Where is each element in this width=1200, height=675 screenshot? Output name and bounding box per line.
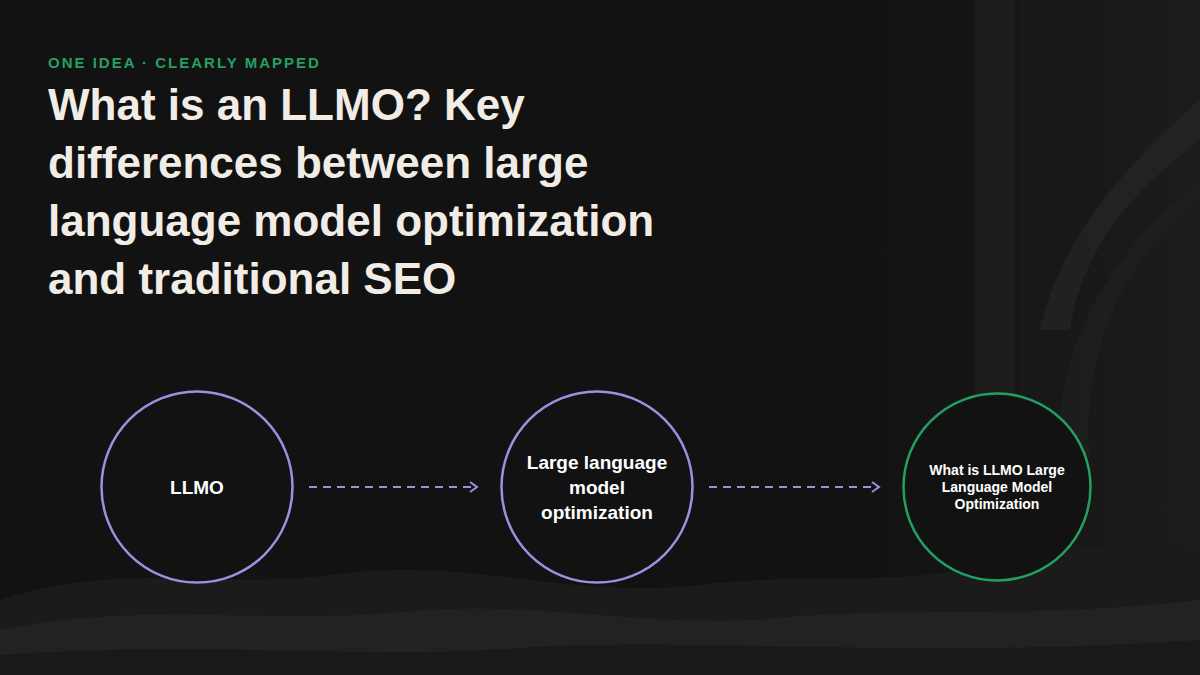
dashed-arrow	[709, 486, 879, 488]
kicker-label: ONE IDEA · CLEARLY MAPPED	[48, 54, 321, 71]
dashed-arrow	[309, 486, 477, 488]
circle-shape	[102, 392, 293, 583]
node-text: LLMO	[112, 475, 282, 500]
node-text: What is LLMO Large Language Model Optimi…	[909, 462, 1085, 513]
node-text: Large language model optimization	[511, 450, 683, 525]
circle-shape	[502, 392, 693, 583]
title: What is an LLMO? Key differences between…	[48, 76, 738, 308]
concept-circle: Large language model optimization	[500, 390, 694, 584]
concept-circle: What is LLMO Large Language Model Optimi…	[902, 392, 1092, 582]
concept-circle: LLMO	[100, 390, 294, 584]
circle-shape	[904, 394, 1091, 581]
